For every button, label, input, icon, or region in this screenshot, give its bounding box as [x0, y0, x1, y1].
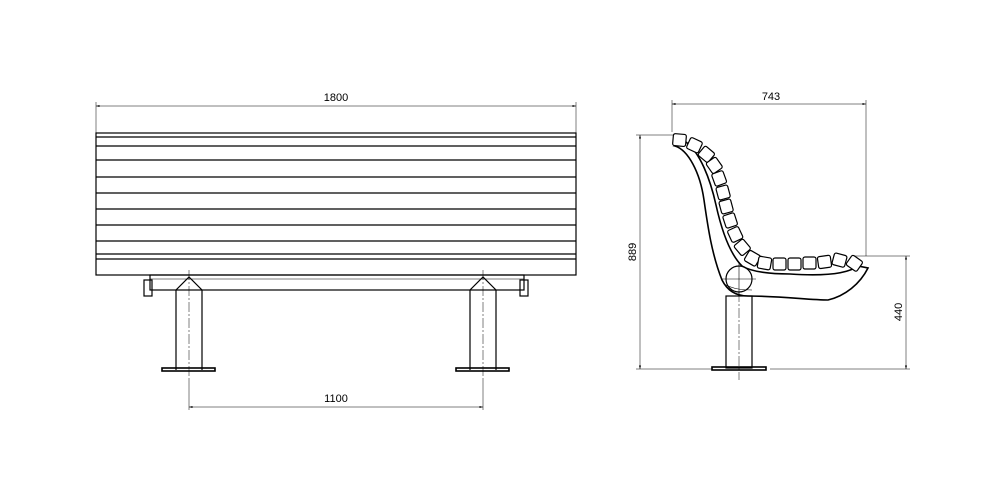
dimension-width: 1800: [95, 92, 577, 134]
leg-left: [161, 270, 216, 378]
dimension-height-label: 889: [627, 243, 639, 261]
dimension-width-label: 1800: [324, 92, 348, 104]
dimension-seat-height: 440: [770, 255, 910, 370]
side-frame: [672, 141, 870, 301]
dimension-leg-spacing-label: 1100: [324, 393, 348, 405]
dimension-depth: 743: [671, 91, 867, 256]
dimension-seat-height-label: 440: [893, 303, 905, 321]
slat-panel: [95, 132, 577, 276]
pivot-hub: [722, 262, 756, 296]
side-post: [711, 292, 767, 380]
back-slats: [672, 133, 751, 257]
leg-right: [455, 270, 510, 378]
support-rail: [143, 274, 529, 297]
dimension-depth-label: 743: [762, 91, 780, 103]
side-view: 743 889 440: [627, 91, 910, 380]
seat-slats: [743, 249, 863, 272]
dimension-height: 889: [627, 134, 712, 370]
front-view: 1800: [95, 92, 577, 410]
dimension-leg-spacing: 1100: [188, 378, 484, 410]
